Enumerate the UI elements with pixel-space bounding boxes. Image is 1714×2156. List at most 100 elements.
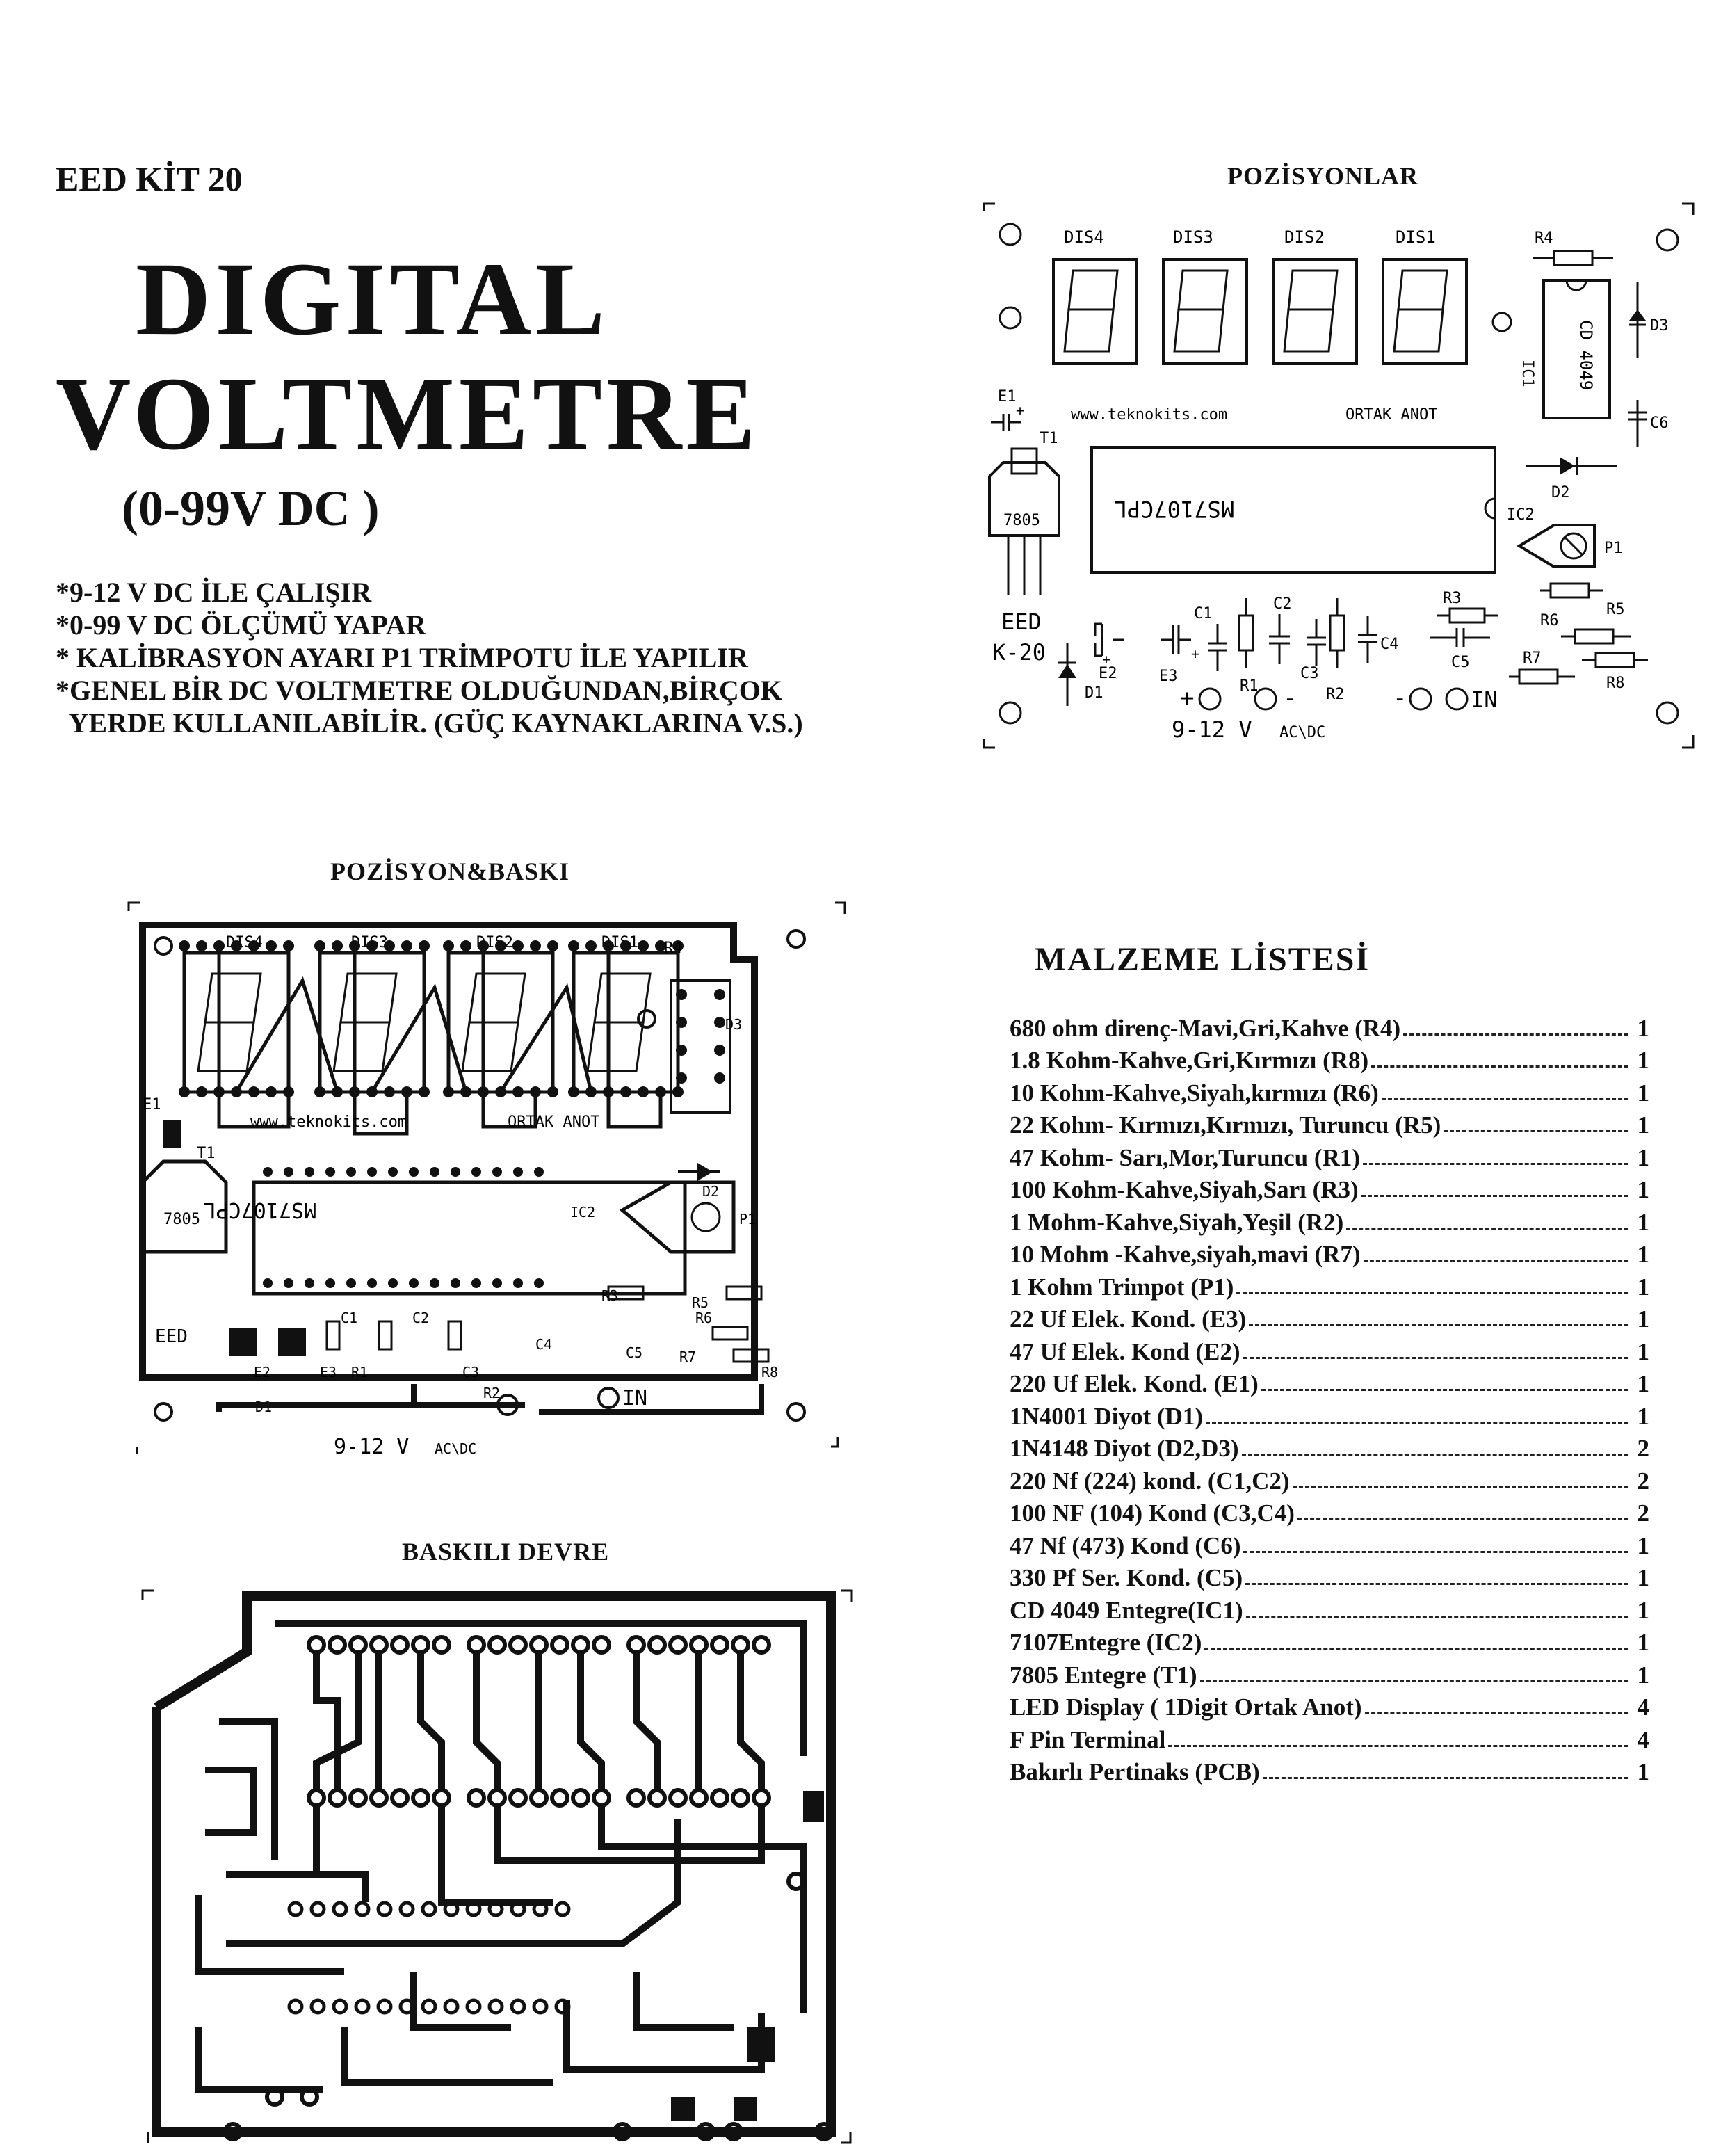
ic2-part: MS7107CPL — [1114, 496, 1234, 522]
parts-row: 220 Nf (224) kond. (C1,C2)2 — [1010, 1463, 1649, 1495]
kit-code: EED KİT 20 — [56, 159, 243, 198]
svg-text:+: + — [1102, 651, 1110, 668]
part-qty: 2 — [1637, 1435, 1650, 1462]
c5-label: C5 — [626, 1344, 642, 1361]
c1-label: C1 — [341, 1310, 357, 1326]
c1-label: C1 — [1194, 605, 1213, 622]
p1-label: P1 — [1604, 540, 1623, 557]
website-text: www.teknokits.com — [250, 1113, 407, 1131]
part-name: 1.8 Kohm-Kahve,Gri,Kırmızı (R8) — [1010, 1047, 1369, 1074]
acdc-label: AC\DC — [435, 1440, 476, 1457]
part-qty: 1 — [1637, 1047, 1650, 1074]
r5-label: R5 — [692, 1294, 709, 1311]
parts-row: Bakırlı Pertinaks (PCB) 1 — [1010, 1754, 1649, 1787]
part-qty: 1 — [1637, 1758, 1650, 1785]
parts-list-title: MALZEME LİSTESİ — [1035, 941, 1371, 978]
supply-label: 9-12 V — [334, 1435, 409, 1459]
website-text: www.teknokits.com — [1071, 406, 1227, 424]
parts-row: 7107Entegre (IC2)1 — [1010, 1625, 1649, 1657]
ic2-label: IC2 — [1507, 506, 1535, 524]
part-name: 10 Mohm -Kahve,siyah,mavi (R7) — [1010, 1241, 1361, 1268]
part-name: Bakırlı Pertinaks (PCB) — [1010, 1758, 1260, 1785]
p1-label: P1 — [739, 1211, 756, 1228]
r3-label: R3 — [1443, 590, 1462, 607]
t1-label: T1 — [197, 1145, 216, 1162]
ic2-chip — [1090, 446, 1496, 574]
r4-label: R4 — [1535, 230, 1553, 247]
display-label: DIS1 — [1396, 227, 1436, 247]
svg-text:-: - — [1393, 684, 1407, 712]
parts-row: 1 Kohm Trimpot (P1)1 — [1010, 1269, 1649, 1301]
r6-label: R6 — [695, 1310, 712, 1326]
display-label: DIS4 — [1064, 227, 1104, 247]
r3-label: R3 — [601, 1287, 618, 1304]
position-print-diagram: DIS4 DIS3 DIS2 DIS1 www.teknokits.com OR… — [127, 901, 846, 1459]
svg-text:+: + — [1016, 402, 1024, 419]
e2-label: E2 — [254, 1364, 270, 1381]
parts-row: 1N4148 Diyot (D2,D3)2 — [1010, 1431, 1649, 1463]
printed-circuit-diagram — [141, 1589, 853, 2144]
part-qty: 1 — [1637, 1176, 1650, 1203]
r2-label: R2 — [483, 1385, 500, 1401]
input-label: IN — [1471, 686, 1498, 713]
r1-label: R1 — [1240, 677, 1259, 695]
parts-row: 47 Nf (473) Kond (C6)1 — [1010, 1527, 1649, 1560]
positions-title: POZİSYONLAR — [1227, 162, 1419, 190]
parts-row: 22 Uf Elek. Kond. (E3)1 — [1010, 1301, 1649, 1334]
part-qty: 1 — [1637, 1079, 1650, 1107]
display-digit — [1382, 258, 1468, 365]
r2-label: R2 — [1326, 686, 1345, 703]
part-qty: 1 — [1637, 1564, 1650, 1591]
d1-label: D1 — [1085, 684, 1103, 702]
voltage-range: (0-99V DC ) — [122, 481, 380, 536]
display-digits — [1052, 258, 1468, 365]
parts-row: 47 Kohm- Sarı,Mor,Turuncu (R1) 1 — [1010, 1139, 1649, 1172]
part-name: 330 Pf Ser. Kond. (C5) — [1010, 1564, 1243, 1591]
part-name: 100 Kohm-Kahve,Siyah,Sarı (R3) — [1010, 1176, 1359, 1203]
feature-item: *GENEL BİR DC VOLTMETRE OLDUĞUNDAN,BİRÇO… — [56, 675, 782, 706]
part-name: CD 4049 Entegre(IC1) — [1010, 1596, 1243, 1624]
model-label: K-20 — [992, 639, 1046, 666]
part-qty: 1 — [1637, 1629, 1650, 1656]
common-anode-text: ORTAK ANOT — [508, 1113, 599, 1131]
ic2-label: IC2 — [570, 1204, 595, 1221]
d3-label: D3 — [725, 1016, 742, 1033]
d2-label: D2 — [1551, 484, 1570, 501]
c4-label: C4 — [535, 1336, 552, 1353]
part-name: LED Display ( 1Digit Ortak Anot) — [1010, 1694, 1362, 1721]
e1-label: E1 — [143, 1096, 161, 1113]
position-print-title: POZİSYON&BASKI — [330, 858, 570, 885]
feature-item: *9-12 V DC İLE ÇALIŞIR — [56, 577, 372, 608]
r6-label: R6 — [1540, 612, 1559, 629]
part-qty: 2 — [1637, 1467, 1650, 1495]
parts-row: 330 Pf Ser. Kond. (C5) 1 — [1010, 1560, 1649, 1593]
parts-row: 680 ohm direnç-Mavi,Gri,Kahve (R4)1 — [1010, 1010, 1649, 1043]
display-digit — [1162, 258, 1248, 365]
part-qty: 1 — [1637, 1241, 1650, 1268]
part-qty: 2 — [1637, 1499, 1650, 1527]
parts-row: 22 Kohm- Kırmızı,Kırmızı, Turuncu (R5)1 — [1010, 1107, 1649, 1140]
part-qty: 1 — [1637, 1143, 1650, 1171]
parts-row: 1.8 Kohm-Kahve,Gri,Kırmızı (R8) 1 — [1010, 1043, 1649, 1075]
parts-list: 680 ohm direnç-Mavi,Gri,Kahve (R4)1 1.8 … — [1010, 1010, 1649, 1786]
part-name: 7805 Entegre (T1) — [1010, 1661, 1197, 1689]
common-anode-text: ORTAK ANOT — [1345, 406, 1437, 424]
part-name: 47 Kohm- Sarı,Mor,Turuncu (R1) — [1010, 1143, 1360, 1171]
ic1-label: IC1 — [1519, 360, 1536, 387]
t1-label: T1 — [1040, 430, 1058, 447]
parts-row: LED Display ( 1Digit Ortak Anot) 4 — [1010, 1689, 1649, 1722]
parts-row: CD 4049 Entegre(IC1)1 — [1010, 1592, 1649, 1625]
part-qty: 4 — [1637, 1694, 1650, 1721]
parts-row: 220 Uf Elek. Kond. (E1)1 — [1010, 1366, 1649, 1399]
part-name: 47 Uf Elek. Kond (E2) — [1010, 1337, 1240, 1365]
r1-label: R1 — [351, 1364, 368, 1381]
acdc-label: AC\DC — [1279, 724, 1325, 741]
c4-label: C4 — [1380, 636, 1399, 653]
d3-label: D3 — [1650, 317, 1669, 335]
part-name: 1 Kohm Trimpot (P1) — [1010, 1273, 1234, 1301]
part-qty: 1 — [1637, 1370, 1650, 1397]
display-label: DIS3 — [1173, 227, 1213, 247]
title-line-1: DIGITAL — [136, 241, 610, 357]
feature-item: YERDE KULLANILABİLİR. (GÜÇ KAYNAKLARINA … — [56, 707, 803, 739]
